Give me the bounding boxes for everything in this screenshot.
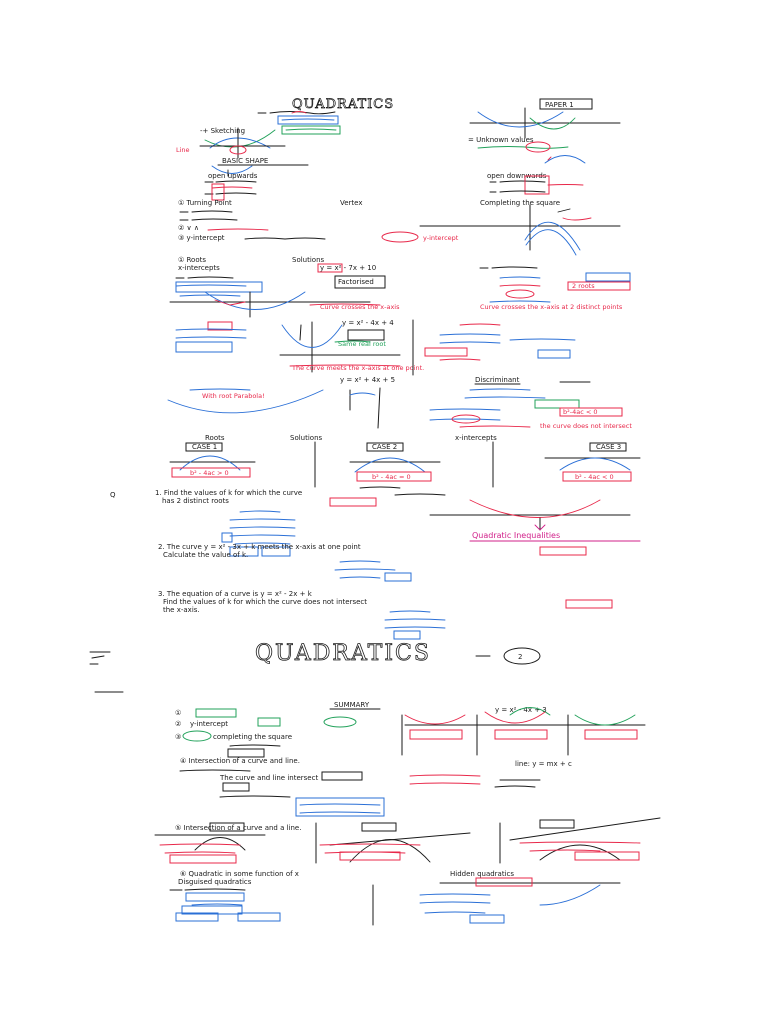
completing-square-graph [419, 204, 621, 256]
svg-text:b² - 4ac = 0: b² - 4ac = 0 [372, 473, 411, 481]
x-intercepts-heading: x-intercepts [455, 434, 497, 442]
svg-text:The curve meets the x-axis at: The curve meets the x-axis at one point. [291, 364, 424, 372]
worked-example-3: 3. The equation of a curve is y = x² - 2… [158, 590, 613, 640]
svg-text:Solutions: Solutions [292, 256, 325, 264]
svg-text:②: ② [175, 720, 181, 728]
completing-square-label: Completing the square [480, 199, 560, 207]
svg-text:open upwards: open upwards [208, 172, 258, 180]
svg-text:b² - 4ac > 0: b² - 4ac > 0 [190, 469, 229, 477]
case-1: CASE 1 b² - 4ac > 0 [169, 442, 256, 478]
svg-text:③: ③ [175, 733, 181, 741]
svg-text:1. Find the values of k for wh: 1. Find the values of k for which the cu… [155, 489, 302, 497]
section-2-title: QUADRATICS [255, 641, 431, 666]
svg-text:Curve crosses the x-axis: Curve crosses the x-axis [320, 303, 400, 311]
summary-right: y = x² - 4x + 3 [401, 706, 646, 756]
summary-heading: SUMMARY [334, 701, 370, 709]
svg-text:The curve and line intersect: The curve and line intersect [219, 774, 318, 782]
svg-text:open downwards: open downwards [487, 172, 547, 180]
svg-text:③ y-intercept: ③ y-intercept [178, 234, 225, 242]
solutions-heading: Solutions [290, 434, 323, 442]
svg-text:CASE 1: CASE 1 [192, 443, 217, 451]
roots-heading: Roots [205, 434, 225, 442]
basic-shape-graphs: open upwards open downwards [204, 155, 586, 201]
intersection-section: ④ Intersection of a curve and line. line… [179, 757, 572, 817]
svg-text:① Roots: ① Roots [178, 256, 206, 264]
svg-text:has 2 distinct roots: has 2 distinct roots [162, 497, 229, 505]
unknown-values: = Unknown values [468, 136, 569, 153]
svg-text:the curve does not intersect: the curve does not intersect [540, 422, 632, 430]
svg-text:2 roots: 2 roots [572, 282, 595, 290]
top-right-graph [469, 107, 621, 139]
svg-text:Curve crosses the x-axis at 2: Curve crosses the x-axis at 2 distinct p… [480, 303, 623, 311]
svg-text:Q: Q [110, 491, 116, 499]
repeated-root-block: y = x² - 4x + 4 Same real root The curve… [175, 319, 424, 373]
roots-solutions-section: ① Roots Solutions x-intercepts y = x² - … [169, 256, 400, 318]
part-2-circle [503, 647, 541, 665]
worked-example-2: 2. The curve y = x² - 3x + k meets the x… [158, 543, 587, 582]
disguised-quadratics: ⑥ Quadratic in some function of x Disgui… [169, 870, 374, 926]
roots-right-block: 2 roots Curve crosses the x-axis at 2 di… [479, 266, 631, 311]
svg-text:2. The curve y = x² - 3x + k m: 2. The curve y = x² - 3x + k meets the x… [158, 543, 361, 551]
svg-text:Same real root: Same real root [338, 340, 386, 348]
svg-text:Hidden quadratics: Hidden quadratics [450, 870, 514, 878]
cases-header: Roots Solutions x-intercepts [205, 434, 497, 442]
roots-eq-2: y = x² - 4x + 4 [342, 319, 394, 327]
basic-shape-heading: BASIC SHAPE [222, 157, 268, 165]
case-2: CASE 2 b² - 4ac = 0 [314, 441, 441, 489]
roots-eq-1: y = x² - 7x + 10 [320, 264, 376, 272]
svg-text:the x-axis.: the x-axis. [163, 606, 200, 614]
paper-label: PAPER 1 [545, 101, 574, 109]
svg-text:Factorised: Factorised [338, 278, 374, 286]
svg-text:line: y = mx + c: line: y = mx + c [515, 760, 572, 768]
svg-text:④ Intersection of a curve and: ④ Intersection of a curve and line. [180, 757, 300, 765]
svg-text:y-intercept: y-intercept [423, 234, 459, 242]
case-3: CASE 3 b² - 4ac < 0 [492, 441, 641, 488]
svg-text:Calculate the value of k.: Calculate the value of k. [163, 551, 248, 559]
svg-text:① Turning Point: ① Turning Point [178, 199, 232, 207]
discriminant-block: Discriminant b²-4ac < 0 the curve does n… [429, 376, 632, 430]
worked-example-1: Q 1. Find the values of k for which the … [110, 489, 446, 557]
turning-point-section: ① Turning Point Vertex Completing the sq… [178, 199, 560, 243]
svg-text:3. The equation of a curve is: 3. The equation of a curve is y = x² - 2… [158, 590, 313, 598]
discriminant-label: Discriminant [475, 376, 520, 384]
sketching-sketch: -+ Sketching Line [176, 127, 286, 159]
svg-text:⑥ Quadratic in some function o: ⑥ Quadratic in some function of x [180, 870, 299, 878]
svg-text:-+ Sketching: -+ Sketching [200, 127, 245, 135]
svg-text:x-intercepts: x-intercepts [178, 264, 220, 272]
repeated-root-right [412, 319, 576, 376]
hidden-quadratics: Hidden quadratics [419, 870, 621, 924]
svg-text:completing the square: completing the square [213, 733, 292, 741]
svg-text:b² - 4ac < 0: b² - 4ac < 0 [575, 473, 614, 481]
no-real-roots-block: With root Parabola! y = x² + 4x + 5 [167, 376, 395, 429]
page-title: QUADRATICS [292, 97, 394, 112]
svg-text:With root Parabola!: With root Parabola! [202, 392, 265, 400]
roots-eq-3: y = x² + 4x + 5 [340, 376, 395, 384]
quadratic-inequalities-label: Quadratic Inequalities [472, 531, 560, 540]
svg-text:Line: Line [176, 146, 190, 154]
svg-text:Disguised quadratics: Disguised quadratics [178, 878, 252, 886]
svg-text:CASE 2: CASE 2 [372, 443, 397, 451]
svg-text:y-intercept: y-intercept [190, 720, 228, 728]
intersection-eq: y = x² - 4x + 3 [495, 706, 547, 714]
svg-text:b²-4ac < 0: b²-4ac < 0 [563, 408, 597, 416]
inequalities-graph: Quadratic Inequalities [429, 499, 641, 542]
svg-text:Find the values of k for which: Find the values of k for which the curve… [163, 598, 367, 606]
part-2-number: 2 [518, 653, 522, 661]
paper-label-box [539, 98, 593, 110]
svg-text:⑤ Intersection of a curve and: ⑤ Intersection of a curve and a line. [175, 824, 301, 832]
summary-left: ① ② y-intercept ③ completing the square [175, 708, 357, 758]
svg-text:② ∨ ∧: ② ∨ ∧ [178, 224, 199, 232]
top-equations [257, 111, 341, 135]
vertex-label: Vertex [340, 199, 363, 207]
svg-text:CASE 3: CASE 3 [596, 443, 621, 451]
svg-text:①: ① [175, 709, 181, 717]
line-cases: ⑤ Intersection of a curve and a line. [154, 817, 661, 864]
section-2-marker [89, 651, 111, 665]
svg-text:= Unknown values: = Unknown values [468, 136, 534, 144]
